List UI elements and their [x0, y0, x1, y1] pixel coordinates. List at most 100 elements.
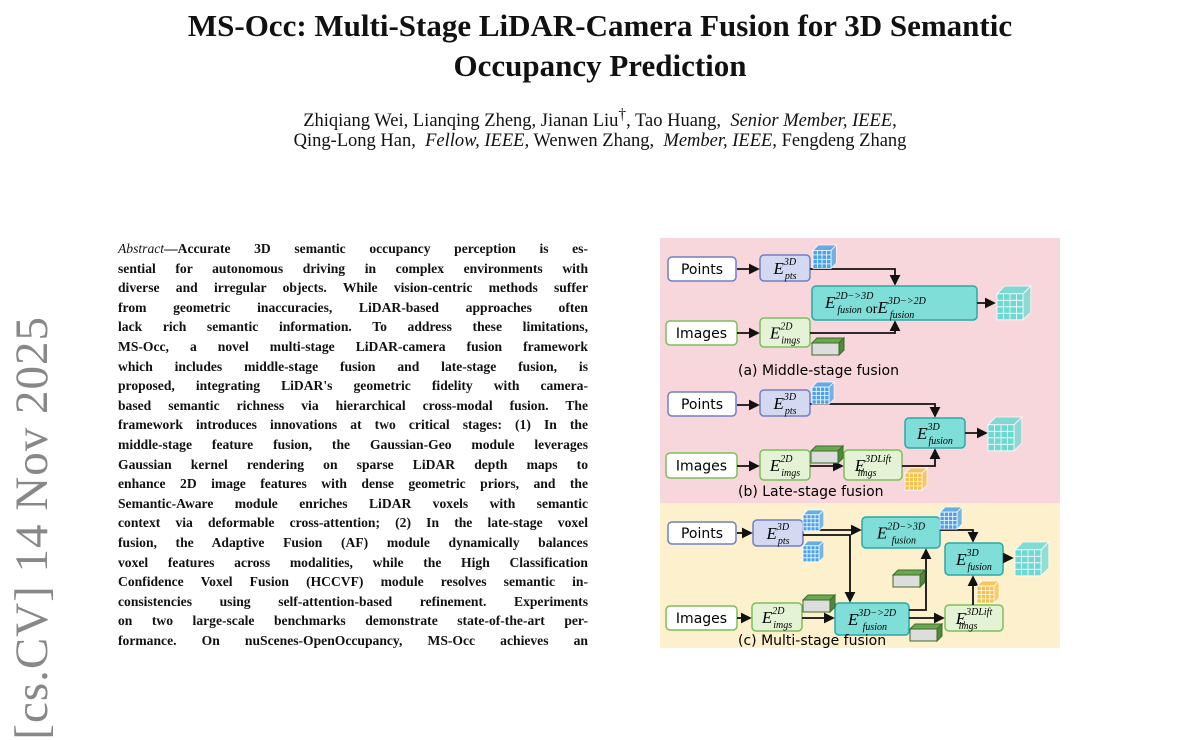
math-subscript: fusion	[837, 305, 861, 316]
math-base: E	[772, 259, 784, 278]
abstract-line: enhance 2D image features with dense geo…	[118, 474, 588, 494]
lidar-voxel-cube-icon	[802, 540, 825, 563]
math-base: E	[847, 610, 859, 629]
caption-c: (c) Multi-stage fusion	[738, 633, 886, 648]
math-base: E	[769, 456, 781, 475]
or-label: or	[866, 302, 878, 317]
image-feature-slab-icon	[801, 593, 837, 614]
points-label: Points	[681, 262, 723, 278]
abstract-text: voxel features across modalities, while …	[118, 554, 588, 570]
math-superscript: 3DLift	[965, 607, 992, 618]
math-base: E	[772, 394, 784, 413]
image-guided-fusion-box-label: E3D−>2D fusion	[847, 608, 897, 633]
math-superscript: 3D−>2D	[857, 608, 897, 619]
math-base: E	[876, 298, 888, 317]
lidar-encoder-box	[759, 254, 811, 282]
abstract-text: enhance 2D image features with dense geo…	[118, 476, 588, 492]
math-subscript: fusion	[890, 310, 914, 321]
abstract-text: consistencies using self-attention-based…	[118, 593, 588, 609]
abstract: Abstract—Accurate 3D semantic occupancy …	[118, 239, 588, 650]
math-subscript: fusion	[863, 622, 887, 633]
math-subscript: fusion	[892, 536, 916, 547]
flow-arrow	[810, 403, 941, 418]
abstract-text: from geometric inaccuracies, LiDAR-based…	[118, 299, 588, 315]
abstract-text: diverse and irregular objects. While vis…	[118, 280, 588, 296]
flow-arrow	[810, 268, 901, 286]
abstract-text: based semantic richness via hierarchical…	[118, 397, 588, 413]
points-input-box	[667, 256, 737, 282]
abstract-line: Gaussian kernel rendering on sparse LiDA…	[118, 455, 588, 475]
abstract-line: proposed, integrating LiDAR's geometric …	[118, 376, 588, 396]
lidar-encoder-box	[752, 519, 804, 547]
lifted-image-encoder-box	[843, 449, 903, 481]
abstract-text: —Accurate 3D semantic occupancy percepti…	[164, 241, 588, 256]
flow-arrow	[940, 529, 979, 543]
math-subscript: imgs	[959, 621, 978, 632]
abstract-line: context via deformable cross-attention; …	[118, 513, 588, 533]
math-base: E	[824, 293, 836, 312]
lidar-encoder-box	[759, 389, 811, 417]
author-line-2: Qing-Long Han, Fellow, IEEE, Wenwen Zhan…	[0, 128, 1200, 154]
lidar-voxel-cube-icon	[939, 506, 964, 531]
abstract-text: proposed, integrating LiDAR's geometric …	[118, 378, 588, 394]
lidar-voxel-cube-icon	[802, 509, 825, 532]
math-base: E	[765, 524, 777, 543]
abstract-line: diverse and irregular objects. While vis…	[118, 278, 588, 298]
abstract-line: formance. On nuScenes-OpenOccupancy, MS-…	[118, 631, 588, 651]
math-base: E	[955, 550, 967, 569]
image-feature-slab-icon	[908, 622, 944, 643]
abstract-text: lack rich semantic information. To addre…	[118, 319, 588, 335]
abstract-text: Gaussian kernel rendering on sparse LiDA…	[118, 456, 588, 472]
abstract-line: middle-stage feature fusion, the Gaussia…	[118, 435, 588, 455]
fused-voxel-cube-icon	[996, 285, 1032, 321]
math-base: E	[761, 608, 773, 627]
image-guided-fusion-box	[834, 602, 910, 636]
images-label: Images	[676, 611, 727, 627]
points-input-box	[667, 521, 737, 545]
lifted-voxel-cube-icon	[976, 580, 1001, 605]
flow-arrow	[803, 534, 856, 603]
math-superscript: 2D	[772, 606, 785, 617]
math-subscript: imgs	[781, 336, 800, 347]
abstract-line: framework introduces innovations at two …	[118, 415, 588, 435]
abstract-line: on two large-scale benchmarks demonstrat…	[118, 611, 588, 631]
math-superscript: 3D	[965, 548, 979, 559]
author-role: Senior Member, IEEE,	[730, 111, 897, 132]
abstract-line: which includes middle-stage fusion and l…	[118, 357, 588, 377]
author-name: Wenwen Zhang,	[533, 131, 655, 151]
math-subscript: fusion	[928, 436, 952, 447]
abstract-text: sential for autonomous driving in comple…	[118, 260, 588, 276]
math-superscript: 3D	[776, 522, 790, 533]
image-feature-slab-icon	[810, 336, 846, 357]
abstract-text: Semantic-Aware module enriches LiDAR vox…	[118, 495, 588, 511]
math-superscript: 2D	[780, 322, 793, 333]
abstract-text: on two large-scale benchmarks demonstrat…	[118, 613, 588, 629]
images-label: Images	[676, 326, 727, 342]
caption-b: (b) Late-stage fusion	[738, 484, 884, 500]
abstract-line: MS-Occ, a novel multi-stage LiDAR-camera…	[118, 337, 588, 357]
abstract-text: fusion, the Adaptive Fusion (AF) module …	[118, 534, 588, 550]
corresponding-mark: †	[618, 106, 627, 123]
author-name: Fengdeng Zhang	[781, 131, 907, 151]
abstract-line: Confidence Voxel Fusion (HCCVF) module r…	[118, 572, 588, 592]
abstract-line: Semantic-Aware module enriches LiDAR vox…	[118, 494, 588, 514]
math-subscript: pts	[784, 406, 797, 417]
points-input-box	[667, 391, 737, 417]
flow-arrow	[902, 448, 941, 467]
lifted-image-encoder-box	[944, 604, 1004, 632]
images-label: Images	[676, 459, 727, 475]
abstract-text: middle-stage feature fusion, the Gaussia…	[118, 436, 588, 452]
lidar-voxel-cube-icon	[811, 381, 836, 406]
lifted-voxel-cube-icon	[904, 467, 929, 492]
lidar-guided-fusion-box	[861, 516, 941, 549]
math-superscript: 3DLift	[864, 454, 891, 465]
fused-voxel-cube-icon	[1014, 541, 1050, 577]
author-line-1: Zhiqiang Wei, Lianqing Zheng, Jianan Liu…	[0, 102, 1200, 134]
